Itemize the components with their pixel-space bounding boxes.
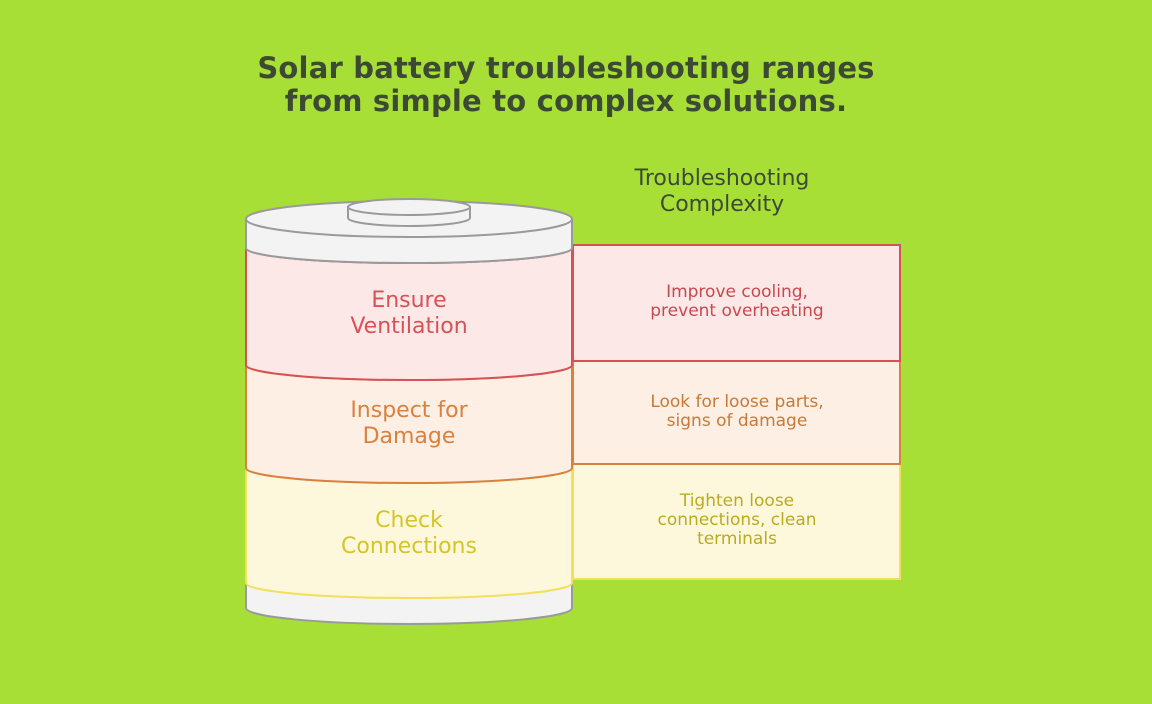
layer-label-line-2: Damage — [362, 424, 456, 449]
desc-line-2: signs of damage — [666, 411, 808, 431]
title-line-2: from simple to complex solutions. — [284, 84, 848, 118]
layer-label-ensure-ventilation: Ensure Ventilation — [246, 288, 572, 340]
desc-line-1: Tighten loose — [679, 491, 795, 511]
desc-line-3: terminals — [697, 529, 777, 549]
desc-line-1: Improve cooling, — [666, 282, 808, 302]
layer-label-inspect-damage: Inspect for Damage — [246, 398, 572, 450]
layer-label-check-connections: Check Connections — [246, 508, 572, 560]
battery-terminal-top — [347, 198, 471, 216]
layer-label-line-1: Ensure — [371, 288, 447, 313]
diagram-title: Solar battery troubleshooting ranges fro… — [0, 52, 1132, 118]
desc-box-ensure-ventilation — [572, 244, 901, 362]
axis-label-line-2: Complexity — [659, 192, 785, 217]
layer-label-line-1: Check — [375, 508, 443, 533]
layer-label-line-2: Ventilation — [350, 314, 468, 339]
desc-line-2: connections, clean — [657, 510, 817, 530]
desc-check-connections: Tighten loose connections, clean termina… — [574, 492, 900, 549]
desc-line-1: Look for loose parts, — [650, 392, 824, 412]
axis-label-line-1: Troubleshooting — [634, 166, 810, 191]
title-line-1: Solar battery troubleshooting ranges — [257, 51, 875, 85]
desc-ensure-ventilation: Improve cooling, prevent overheating — [574, 283, 900, 321]
desc-line-2: prevent overheating — [650, 301, 824, 321]
complexity-axis-label: Troubleshooting Complexity — [572, 166, 872, 218]
layer-label-line-1: Inspect for — [350, 398, 468, 423]
desc-box-check-connections — [572, 463, 901, 580]
desc-inspect-damage: Look for loose parts, signs of damage — [574, 393, 900, 431]
layer-label-line-2: Connections — [341, 534, 477, 559]
